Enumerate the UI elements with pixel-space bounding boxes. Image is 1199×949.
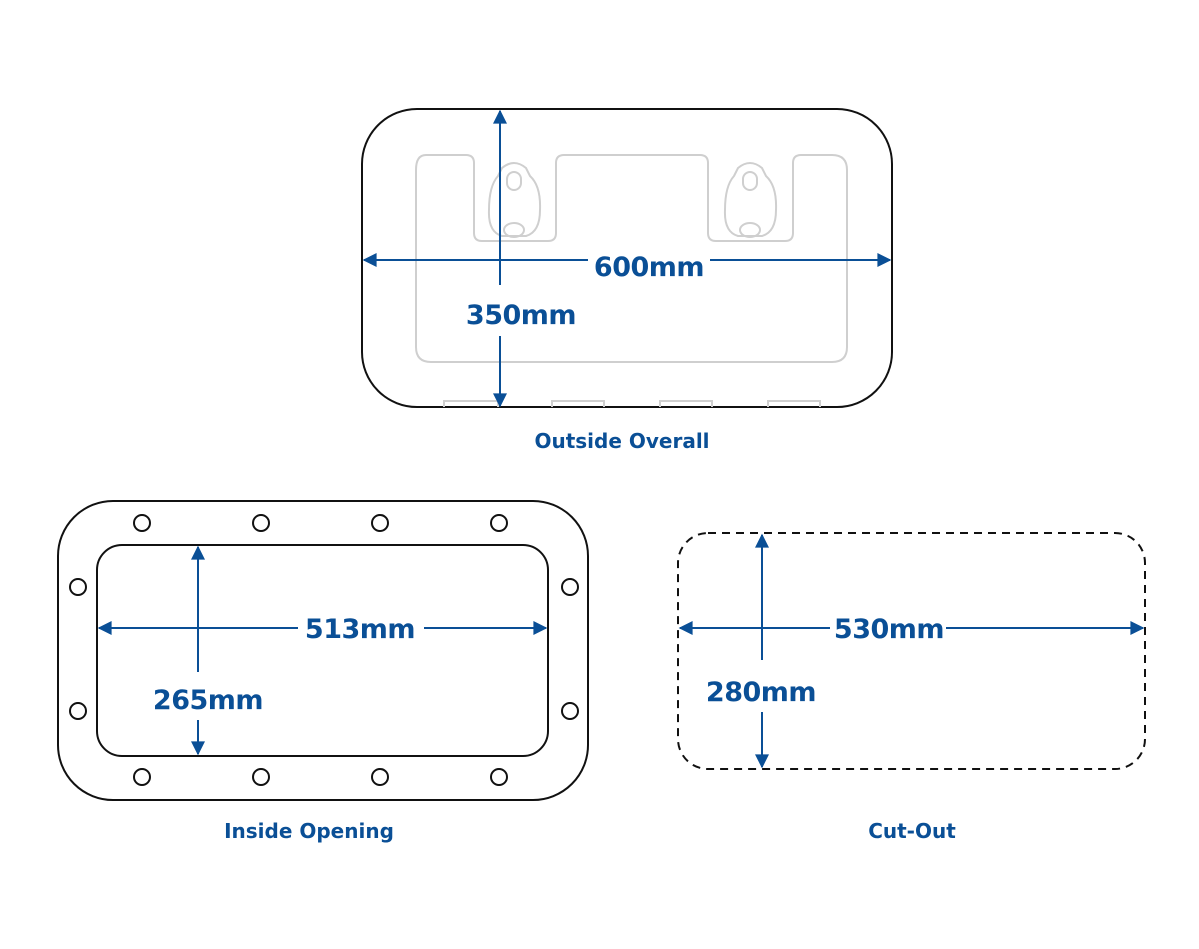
- cutout-outline: [677, 532, 1146, 770]
- outside-overall-diagram: 600mm 350mm Outside Overall: [361, 108, 893, 453]
- width-label: 513mm: [305, 614, 415, 645]
- height-label: 265mm: [153, 685, 263, 716]
- caption: Outside Overall: [534, 429, 709, 453]
- keyhole-icon: [723, 162, 778, 238]
- keyhole-icon: [487, 162, 542, 238]
- height-label: 350mm: [466, 300, 576, 331]
- hatch-lid-outline: [415, 154, 848, 363]
- opening-outline: [96, 544, 549, 757]
- inside-opening-diagram: 513mm 265mm Inside Opening: [57, 500, 589, 843]
- width-label: 530mm: [834, 614, 944, 645]
- width-label: 600mm: [594, 252, 704, 283]
- outer-outline: [361, 108, 893, 408]
- caption: Cut-Out: [868, 819, 956, 843]
- bolt-holes: [69, 514, 579, 786]
- cut-out-diagram: 530mm 280mm Cut-Out: [677, 532, 1146, 843]
- flange-outline: [57, 500, 589, 801]
- caption: Inside Opening: [224, 819, 394, 843]
- height-label: 280mm: [706, 677, 816, 708]
